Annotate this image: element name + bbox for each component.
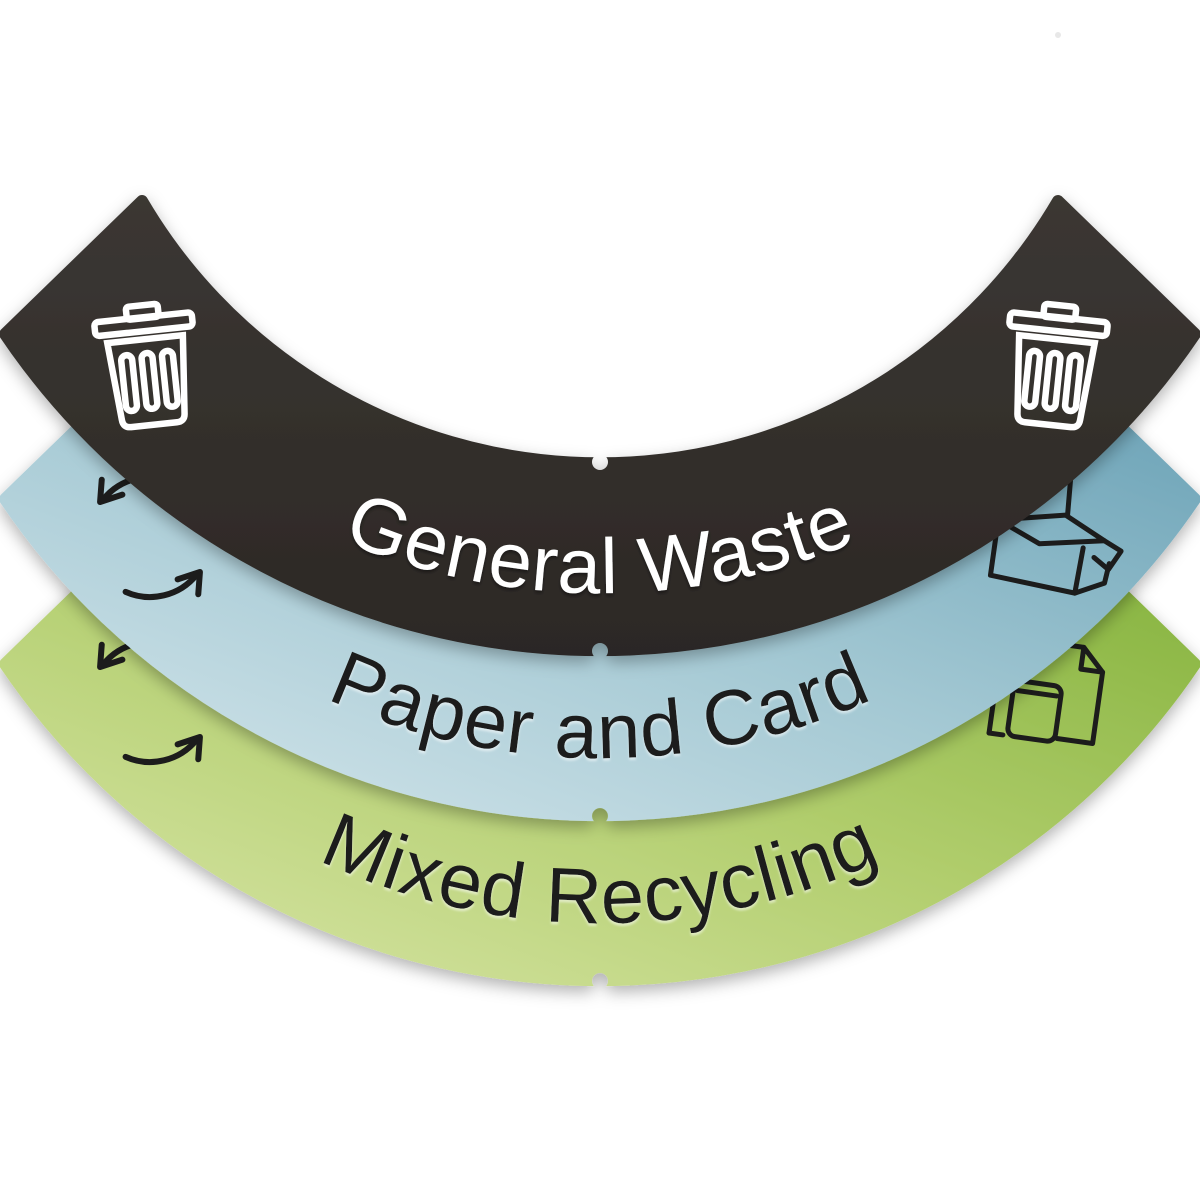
- band-general-waste: General Waste: [5, 201, 1195, 650]
- band-paper-and-card: Paper and Card: [5, 366, 1195, 815]
- speck-artifact: [1055, 32, 1061, 38]
